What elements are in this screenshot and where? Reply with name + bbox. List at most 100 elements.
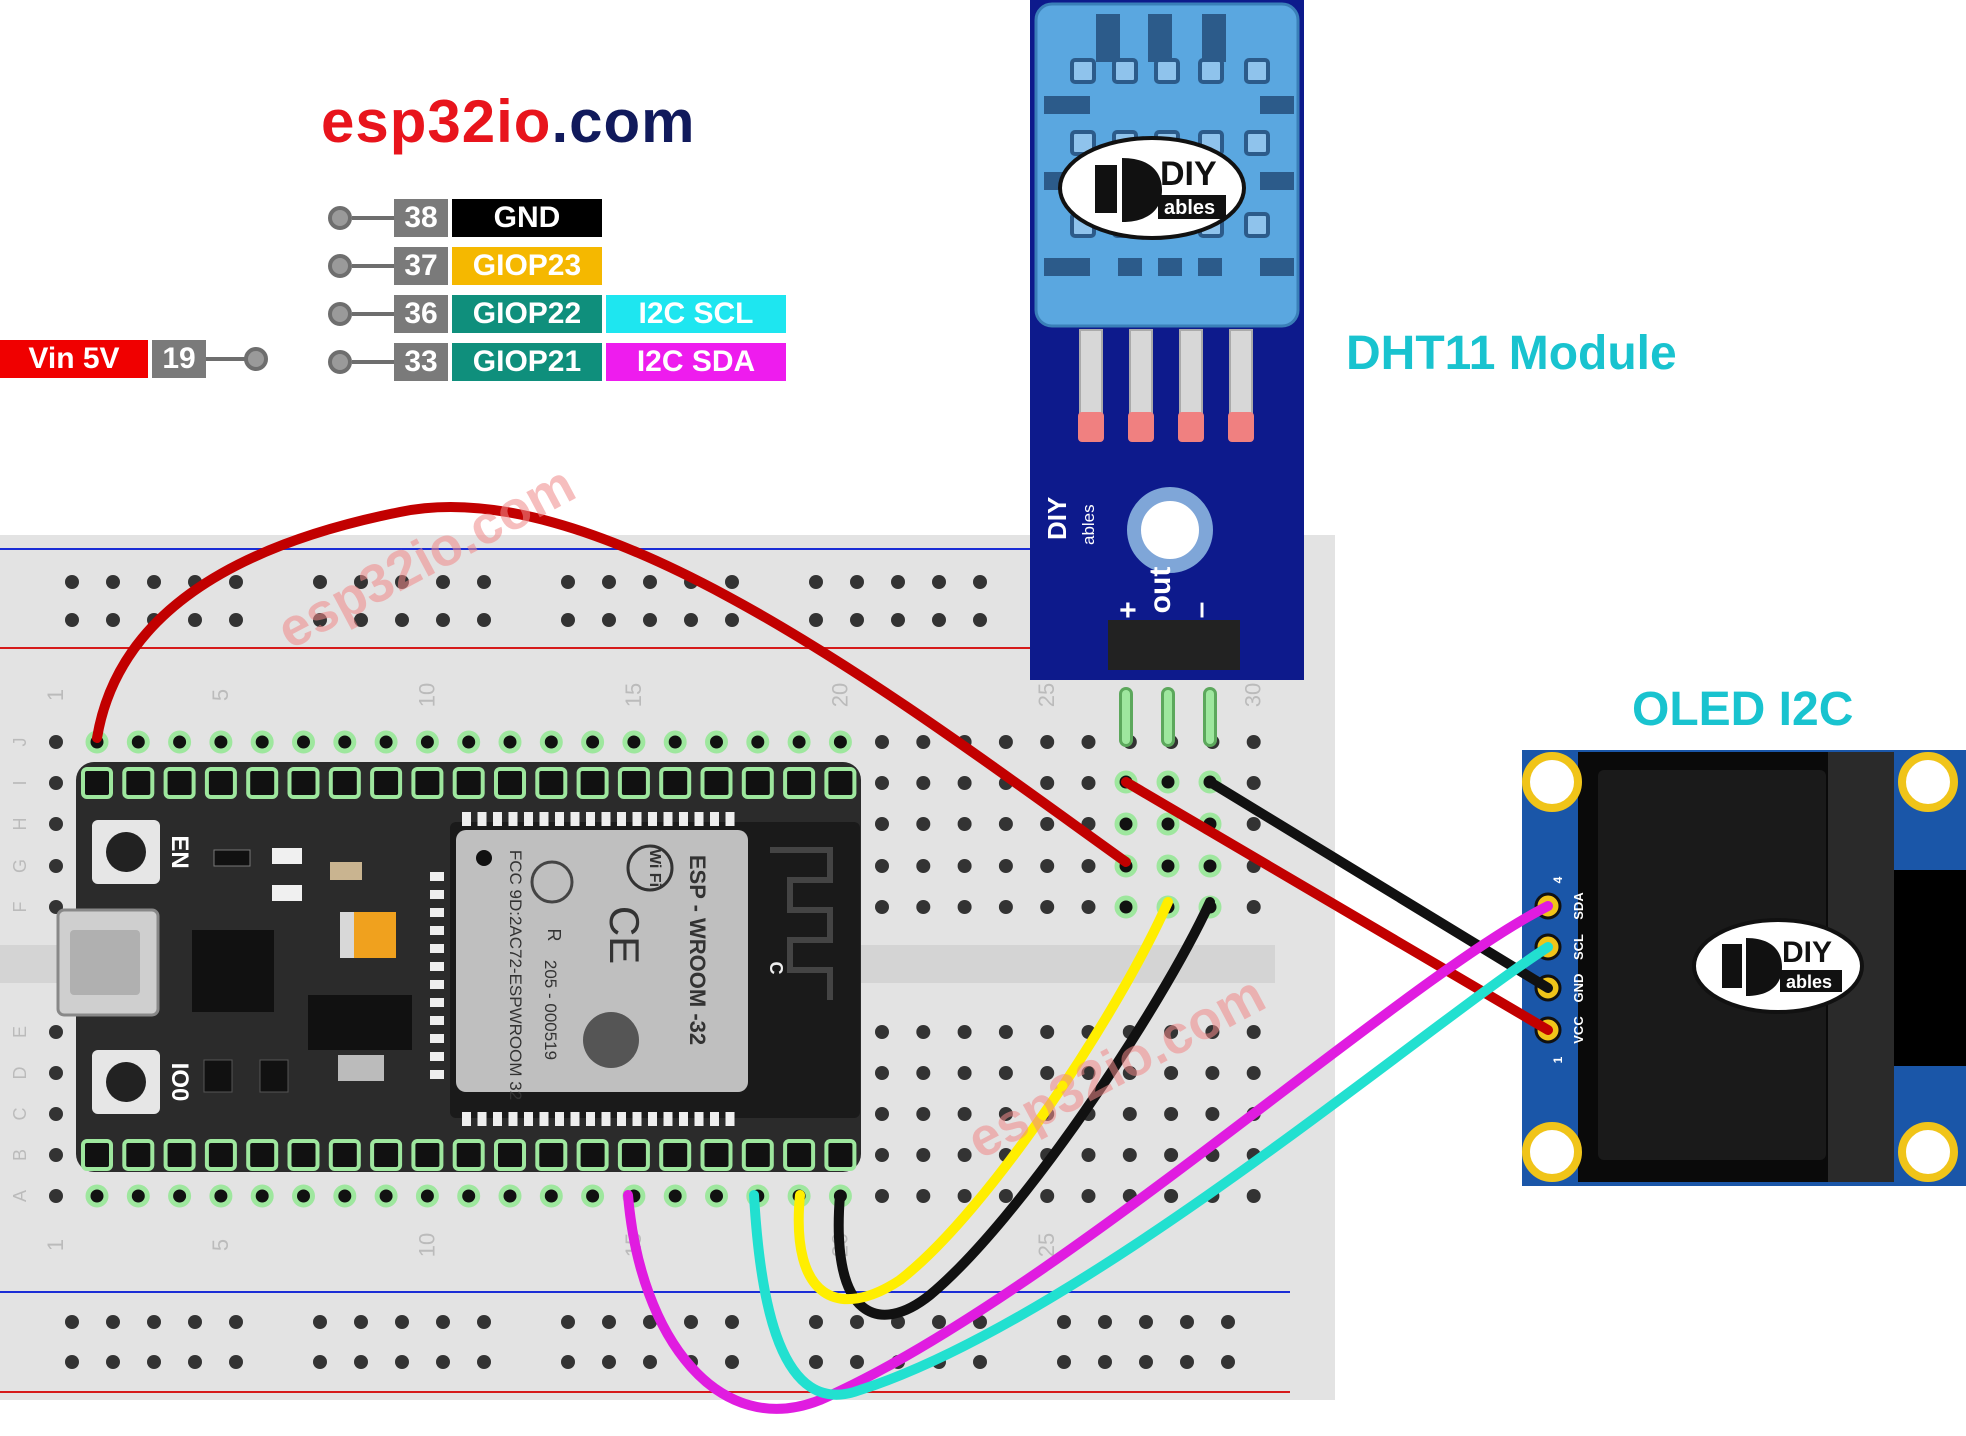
dht11-pin-minus-label: – [1184,602,1217,619]
esp32-header-pins [81,767,857,1171]
rail-hole [395,1315,409,1329]
module-pad [617,812,626,826]
module-pad [725,812,735,826]
rail-hole [602,1355,616,1369]
rail-hole [395,613,409,627]
active-hole [209,730,233,754]
wire-magenta-sda [623,901,1553,1414]
terminal-hole [1205,1066,1220,1080]
col-number: 30 [1241,683,1266,707]
pin-line [352,264,394,268]
sensor-lead [1079,329,1103,421]
oled-ribbon [1894,870,1966,1066]
module-pad [430,926,444,935]
io0-button-cap [106,1062,146,1102]
en-button-cap [106,832,146,872]
terminal-hole [957,817,972,831]
terminal-hole [875,1189,889,1203]
row-letter: J [10,738,30,747]
active-hole [622,730,646,754]
module-pad [430,890,444,899]
terminal-hole [875,1066,889,1080]
terminal-hole [1040,900,1055,914]
rail-hole [147,1315,161,1329]
terminal-hole [998,735,1013,749]
terminal-hole [875,1148,889,1162]
col-number: 10 [415,1233,440,1257]
active-hole [374,1184,398,1208]
header-pin [783,767,816,799]
header-pin [328,1139,361,1171]
vent-slot [1158,258,1182,276]
module-pad [601,812,611,826]
wroom-shield [456,830,748,1092]
terminal-hole [1122,1066,1137,1080]
smd-3 [272,885,302,901]
oled-mount-hole-tl [1522,752,1582,812]
active-hole [746,730,770,754]
vent-slot [1244,130,1270,156]
dht11-side-logo-bottom: ables [1079,504,1098,545]
row-letter: B [10,1149,30,1161]
rail-hole [313,1315,327,1329]
terminal-hole [1205,1107,1220,1121]
active-hole [663,1184,687,1208]
c-mark: C [766,962,786,975]
rail-hole [313,1355,327,1369]
rail-hole [1098,1315,1112,1329]
rail-hole [477,613,491,627]
pin1-marker [476,850,492,866]
smd-4 [213,849,251,867]
terminal-hole [1081,1189,1096,1203]
dht11-title: DHT11 Module [1346,327,1677,380]
dht11-pin-header [1108,620,1240,670]
rail-hole [1180,1355,1194,1369]
pin-line [352,360,394,364]
module-pad [663,812,673,826]
rail-hole [436,575,450,589]
rail-hole [106,613,120,627]
wire-yellow-data [793,897,1173,1305]
mount-hole [1127,487,1213,573]
header-pin [659,767,692,799]
pin-number: 38 [394,199,448,237]
terminal-hole [916,735,931,749]
pin-name: GND [452,199,602,237]
wroom-pads [430,812,735,1126]
pin-number: 33 [394,343,448,381]
rail-hole [684,613,698,627]
module-pad [725,1112,735,1126]
smd-2 [272,848,302,864]
terminal-hole [875,735,889,749]
header-pin [494,1139,526,1171]
vent-slot [1260,96,1294,114]
rail-hole [561,575,575,589]
terminal-hole [1081,1148,1096,1162]
terminal-hole [1081,859,1096,873]
active-hole [457,1184,481,1208]
terminal-hole [916,1066,931,1080]
module-pad [430,980,444,989]
rail-hole [643,613,657,627]
terminal-hole [957,1025,972,1039]
module-pad [430,1052,444,1061]
wires [92,502,1553,1414]
module-pad [508,812,518,826]
rail-hole [809,613,823,627]
terminal-hole [1081,900,1096,914]
wroom-name: ESP - WROOM -32 [685,855,710,1045]
pin-function: I2C SDA [606,343,786,381]
terminal-hole [1164,1189,1179,1203]
rail-hole [1139,1315,1153,1329]
dht11-pin-plus-label: + [1112,601,1145,619]
rail-hole [643,1315,657,1329]
oled-mount-hole-bl [1522,1122,1582,1182]
rail-hole [106,1355,120,1369]
smd-1 [330,862,362,880]
header-pin [824,1139,857,1171]
active-hole [581,1184,605,1208]
brand-part-io: io [496,88,552,155]
header-pin [246,1139,279,1171]
terminal-hole [1246,776,1261,790]
pin-name: GIOP22 [452,295,602,333]
